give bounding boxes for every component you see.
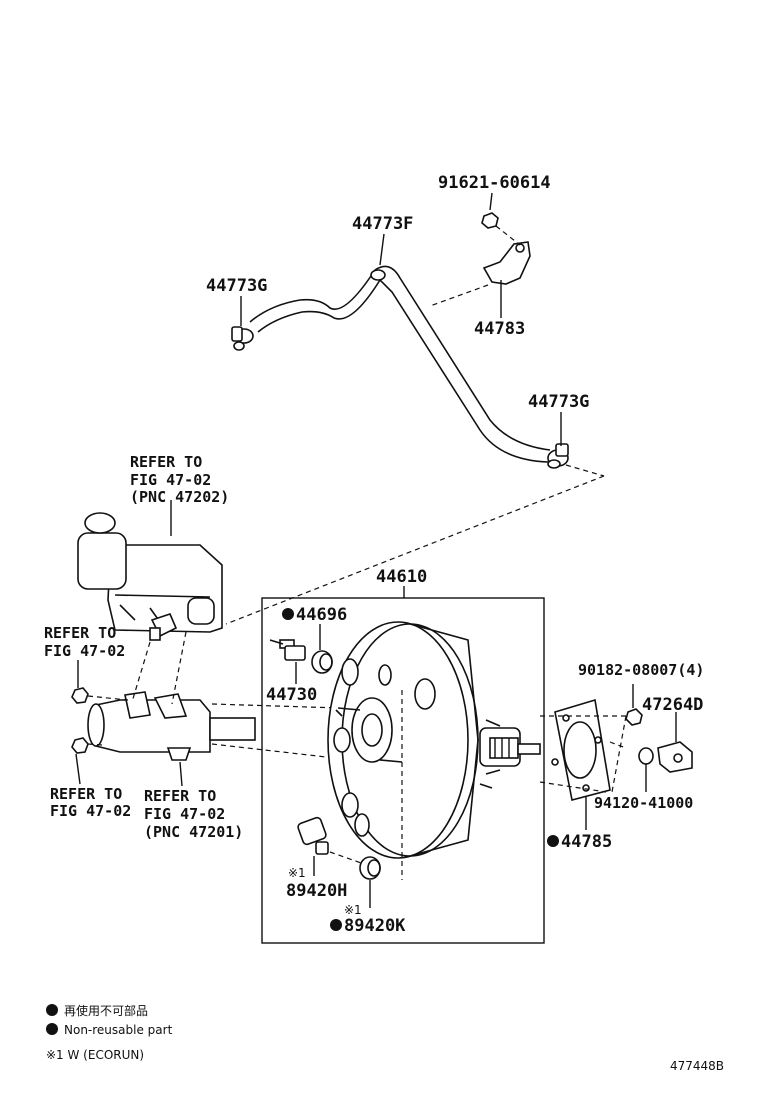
label-47264D: 47264D xyxy=(642,695,703,715)
mark-89420H: ※1 xyxy=(288,866,306,880)
brake-reservoir xyxy=(77,512,223,641)
ref-left-bottom-line1: REFER TO xyxy=(50,785,122,803)
legend-note: ※1 W (ECORUN) xyxy=(46,1048,144,1062)
legend-dot-jp xyxy=(46,1004,58,1016)
nut-left-top xyxy=(71,687,89,704)
vacuum-sensor-89420H xyxy=(297,816,365,865)
ref-master-cyl-line3: (PNC 47201) xyxy=(144,823,243,841)
label-44730: 44730 xyxy=(266,685,317,705)
ref-left-bottom-line2: FIG 47-02 xyxy=(50,802,131,820)
figure-id: 477448B xyxy=(670,1059,724,1073)
brake-booster-44610 xyxy=(327,621,541,880)
nut-left-bottom xyxy=(71,737,89,754)
ref-left-top-line2: FIG 47-02 xyxy=(44,642,125,660)
label-44610: 44610 xyxy=(376,567,427,587)
non-reusable-dot-44785 xyxy=(547,835,559,847)
non-reusable-dot-44696 xyxy=(282,608,294,620)
label-44773G-left: 44773G xyxy=(206,276,267,296)
legend-en: Non-reusable part xyxy=(64,1023,173,1037)
legend-jp: 再使用不可部品 xyxy=(64,1003,148,1018)
label-89420H: 89420H xyxy=(286,881,347,901)
ref-master-cyl-line2: FIG 47-02 xyxy=(144,805,225,823)
vacuum-hose-44773F xyxy=(249,265,551,463)
grommet-89420K xyxy=(359,856,381,880)
ref-reservoir-line3: (PNC 47202) xyxy=(130,488,229,506)
nut-90182-08007 xyxy=(625,708,643,726)
ref-master-cyl-line1: REFER TO xyxy=(144,787,216,805)
booster-gasket-44785 xyxy=(551,698,611,801)
label-44785: 44785 xyxy=(561,832,612,852)
label-44773F: 44773F xyxy=(352,214,413,234)
hose-clamp-44773G-left xyxy=(231,326,254,351)
non-reusable-dot-89420K xyxy=(330,919,342,931)
label-94120-41000: 94120-41000 xyxy=(594,794,693,812)
check-valve-44730 xyxy=(269,639,306,661)
bolt-91621-60614 xyxy=(481,212,499,229)
label-90182-08007: 90182-08007(4) xyxy=(578,661,704,679)
label-44783: 44783 xyxy=(474,319,525,339)
ref-left-top-line1: REFER TO xyxy=(44,624,116,642)
ref-reservoir-line1: REFER TO xyxy=(130,453,202,471)
mark-89420K: ※1 xyxy=(344,903,362,917)
hose-clamp-44773G-right xyxy=(547,443,569,469)
nut-94120-41000 xyxy=(638,747,654,765)
ref-reservoir-line2: FIG 47-02 xyxy=(130,471,211,489)
hose-bracket-44783 xyxy=(482,241,531,285)
booster-assembly-box xyxy=(261,597,545,944)
label-91621-60614: 91621-60614 xyxy=(438,173,551,193)
label-44696: 44696 xyxy=(296,605,347,625)
label-89420K: 89420K xyxy=(344,916,406,936)
grommet-44696 xyxy=(311,650,333,674)
legend-dot-en xyxy=(46,1023,58,1035)
label-44773G-right: 44773G xyxy=(528,392,589,412)
master-cylinder xyxy=(87,691,256,761)
clevis-47264D xyxy=(657,741,693,773)
